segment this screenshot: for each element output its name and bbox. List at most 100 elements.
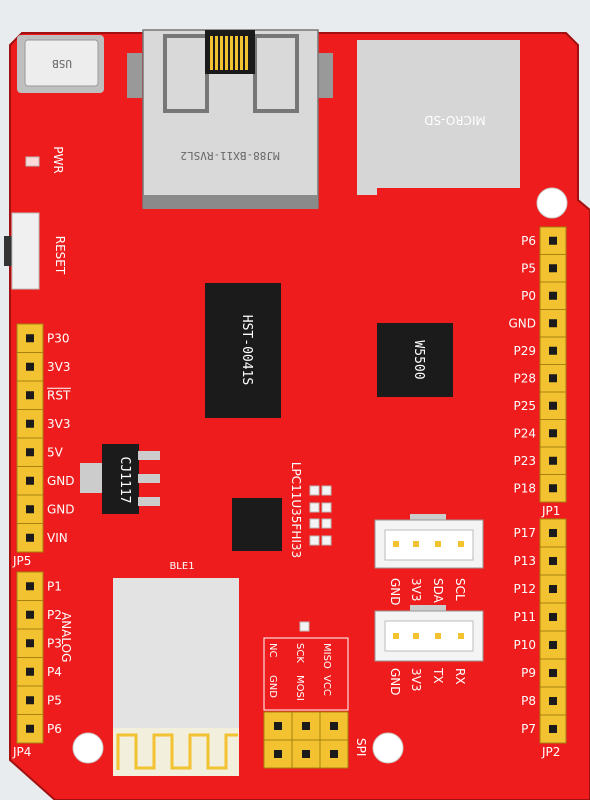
- chip-hst: HST-0041S: [205, 283, 281, 418]
- pin-label: 3V3: [47, 417, 70, 431]
- ble-module: [113, 578, 239, 776]
- mount-hole-top: [536, 187, 568, 219]
- pin-label: P3: [47, 636, 62, 650]
- pin-hole: [26, 582, 34, 591]
- pin-label: GND: [508, 316, 536, 330]
- pin-label: P1: [47, 579, 62, 593]
- pin-hole: [549, 374, 557, 383]
- pin-hole: [26, 667, 34, 676]
- pin-label: P4: [47, 665, 62, 679]
- pin-label: P23: [513, 454, 536, 468]
- uart-3v3-label: 3V3: [409, 668, 423, 691]
- reset-button: [4, 212, 40, 290]
- pin-hole: [26, 419, 34, 428]
- pin-hole: [549, 401, 557, 410]
- pin-hole: [549, 484, 557, 493]
- header-name: JP4: [12, 745, 31, 759]
- pin-hole: [549, 725, 557, 733]
- pin-hole: [549, 291, 557, 300]
- spi-nc-label: NC: [267, 643, 278, 657]
- pin-label: 3V3: [47, 360, 70, 374]
- mcu-label: LPC11U35FHI33: [289, 462, 303, 558]
- i2c-scl-label: SCL: [453, 578, 467, 601]
- microsd-slot: MICRO-SD: [357, 40, 520, 195]
- pin-hole: [26, 533, 34, 542]
- pin-label: GND: [47, 474, 75, 488]
- pin-label: P7: [521, 722, 536, 736]
- spi-header: [263, 711, 349, 769]
- usb-label: USB: [52, 57, 72, 70]
- spi-vcc-label: VCC: [321, 675, 332, 696]
- pin-label: P12: [513, 582, 536, 596]
- i2c-3v3-label: 3V3: [409, 578, 423, 601]
- chip-mcu: [232, 498, 282, 551]
- pin-label: VIN: [47, 531, 68, 545]
- pin-label: P2: [47, 608, 62, 622]
- pin-hole: [549, 456, 557, 465]
- pin-hole: [549, 669, 557, 677]
- pin-label: P13: [513, 554, 536, 568]
- pin-label: RST: [47, 388, 71, 402]
- spi-gnd-label: GND: [267, 675, 278, 698]
- spi-mosi-label: MOSI: [294, 675, 305, 701]
- pin-hole: [549, 236, 557, 245]
- pin-label: P30: [47, 331, 70, 345]
- pin-label: P9: [521, 666, 536, 680]
- mount-hole-bottom-left: [72, 732, 104, 764]
- pin-hole: [549, 697, 557, 705]
- header-name: JP1: [541, 504, 560, 518]
- spi-label-box: [263, 637, 349, 711]
- pin-label: GND: [47, 502, 75, 516]
- pin-label: P17: [513, 526, 536, 540]
- usb-connector: USB: [17, 35, 104, 93]
- pin-label: P18: [513, 481, 536, 495]
- pin-hole: [549, 319, 557, 328]
- pin-label: P25: [513, 399, 536, 413]
- header-name: JP2: [541, 745, 560, 759]
- pin-label: P0: [521, 289, 536, 303]
- pin-hole: [26, 505, 34, 514]
- pin-hole: [549, 557, 557, 565]
- header-name: JP5: [12, 554, 31, 568]
- pin-label: P5: [47, 693, 62, 707]
- pin-label: P24: [513, 426, 536, 440]
- i2c-gnd-label: GND: [388, 578, 402, 606]
- pin-label: P29: [513, 344, 536, 358]
- regulator-label: CJ1117: [117, 457, 132, 504]
- pin-label: P5: [521, 261, 536, 275]
- smd-leds: [299, 485, 332, 632]
- pin-hole: [549, 613, 557, 621]
- pin-hole: [26, 639, 34, 648]
- pin-hole: [26, 696, 34, 705]
- pin-label: P11: [513, 610, 536, 624]
- chip-w5500: W5500: [377, 323, 453, 397]
- grove-uart: [374, 605, 484, 662]
- i2c-sda-label: SDA: [431, 578, 445, 604]
- microsd-label: MICRO-SD: [424, 113, 486, 127]
- pin-hole: [26, 448, 34, 457]
- analog-label: ANALOG: [59, 612, 73, 662]
- pin-hole: [26, 610, 34, 619]
- pin-hole: [26, 391, 34, 400]
- pin-hole: [26, 334, 34, 343]
- spi-miso-label: MISO: [321, 643, 332, 669]
- pin-hole: [26, 476, 34, 485]
- spi-label: SPI: [354, 738, 368, 756]
- reset-label: RESET: [53, 236, 67, 275]
- pin-label: P6: [521, 234, 536, 248]
- regulator: CJ1117: [80, 444, 160, 514]
- pwr-led: [25, 156, 40, 167]
- uart-gnd-label: GND: [388, 668, 402, 696]
- ble-label: BLE1: [169, 561, 194, 572]
- pin-hole: [26, 362, 34, 371]
- mount-hole-bottom-right: [372, 732, 404, 764]
- pin-hole: [549, 429, 557, 438]
- pin-hole: [549, 641, 557, 649]
- chip-hst-label: HST-0041S: [239, 315, 254, 385]
- pin-hole: [549, 529, 557, 537]
- ethernet-label: MJ88-BX11-RVSL2: [180, 149, 279, 162]
